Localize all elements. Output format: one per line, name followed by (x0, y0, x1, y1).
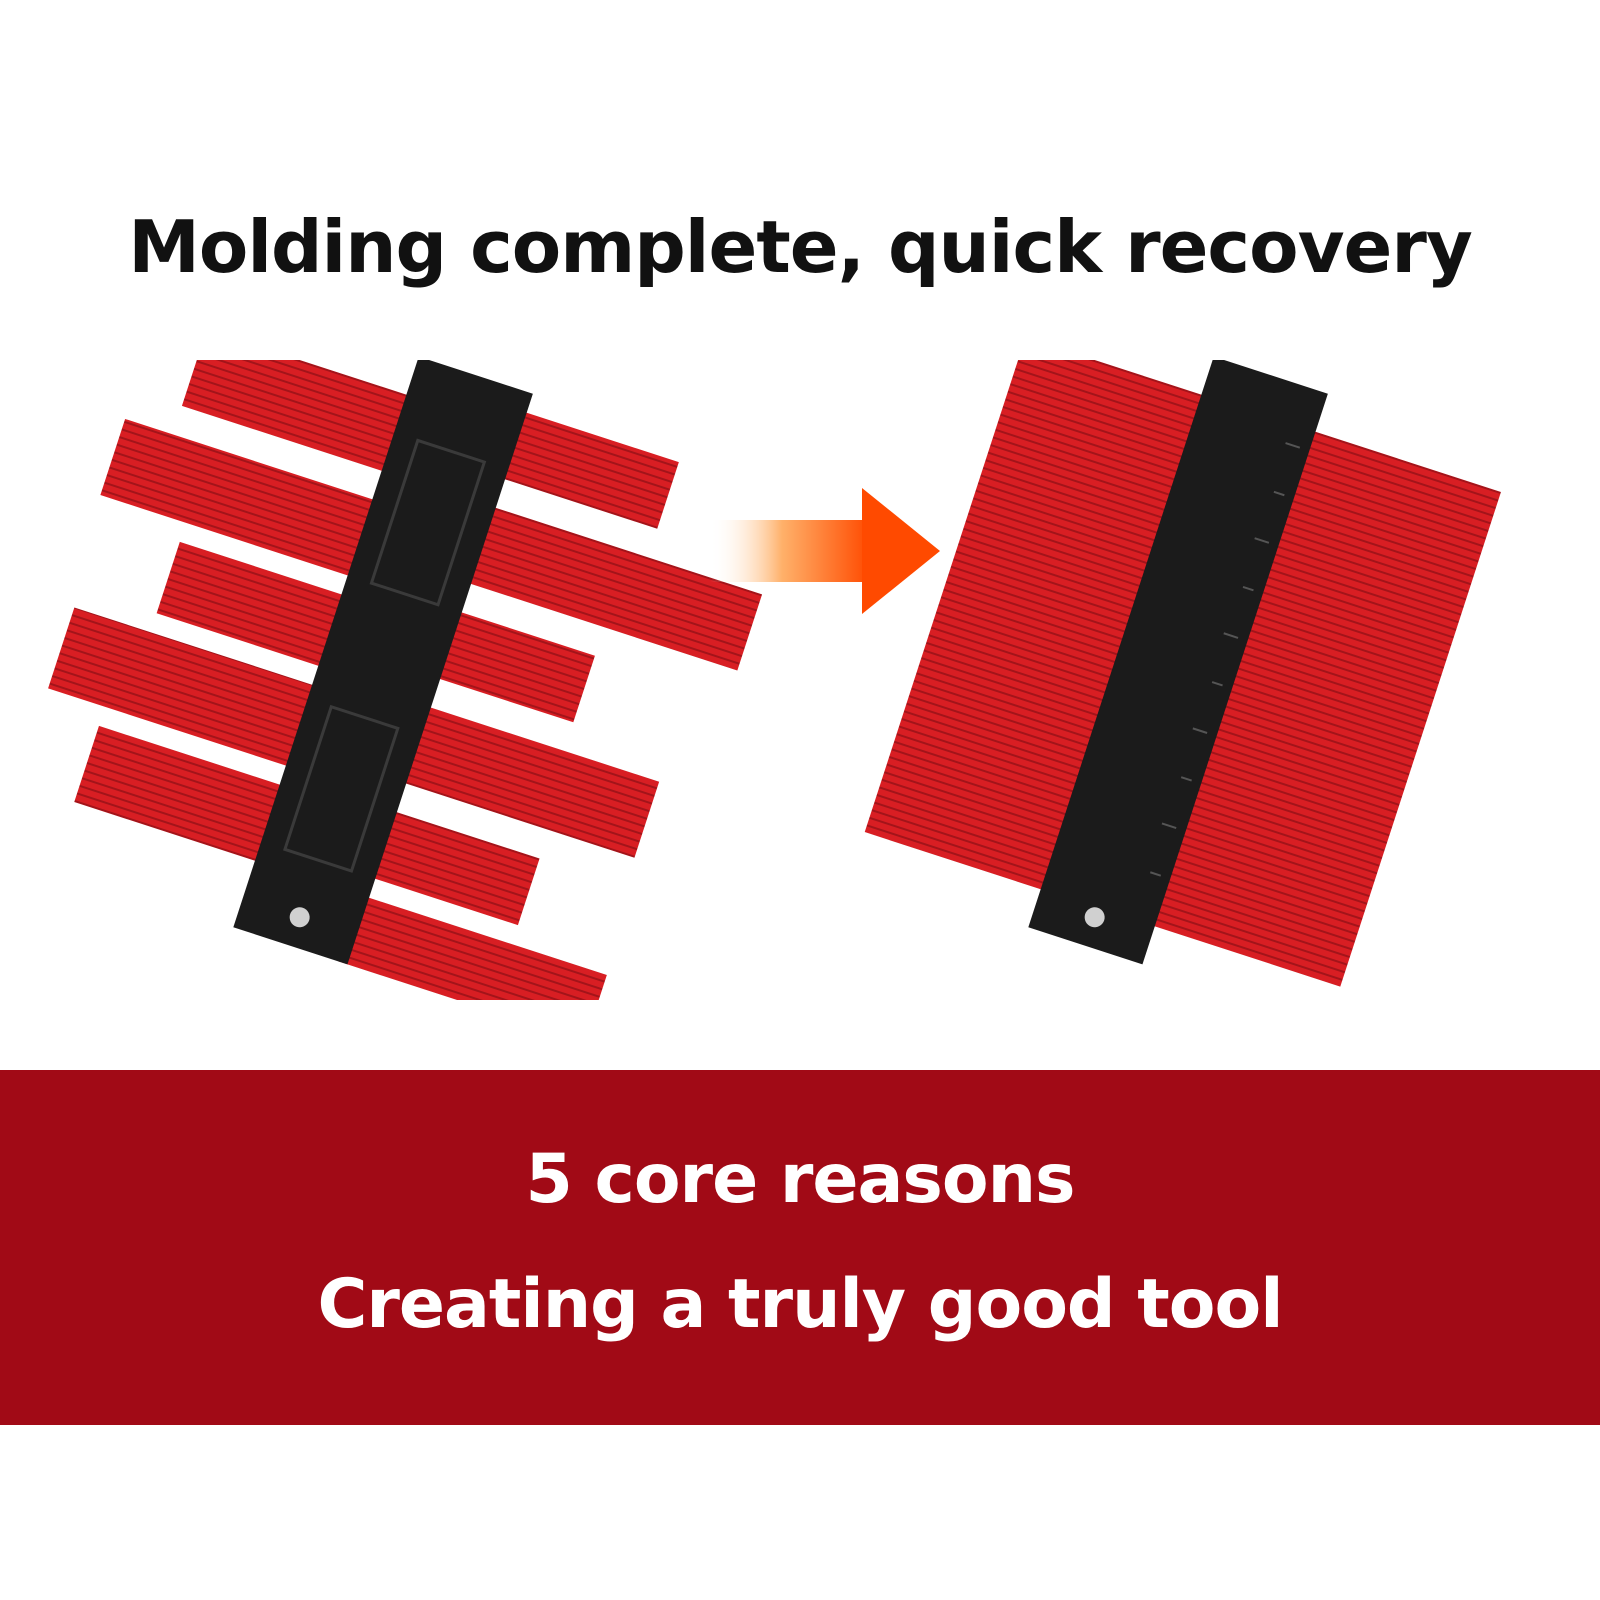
contour-gauge-uneven-icon (48, 360, 763, 1000)
arrow-right-icon (710, 488, 940, 614)
banner: 5 core reasons Creating a truly good too… (0, 1070, 1600, 1425)
contour-gauge-recovered-icon (864, 360, 1501, 987)
banner-line-1: 5 core reasons (525, 1140, 1076, 1219)
banner-line-2: Creating a truly good tool (317, 1265, 1283, 1344)
headline: Molding complete, quick recovery (128, 205, 1473, 289)
product-illustration (48, 360, 1501, 1000)
